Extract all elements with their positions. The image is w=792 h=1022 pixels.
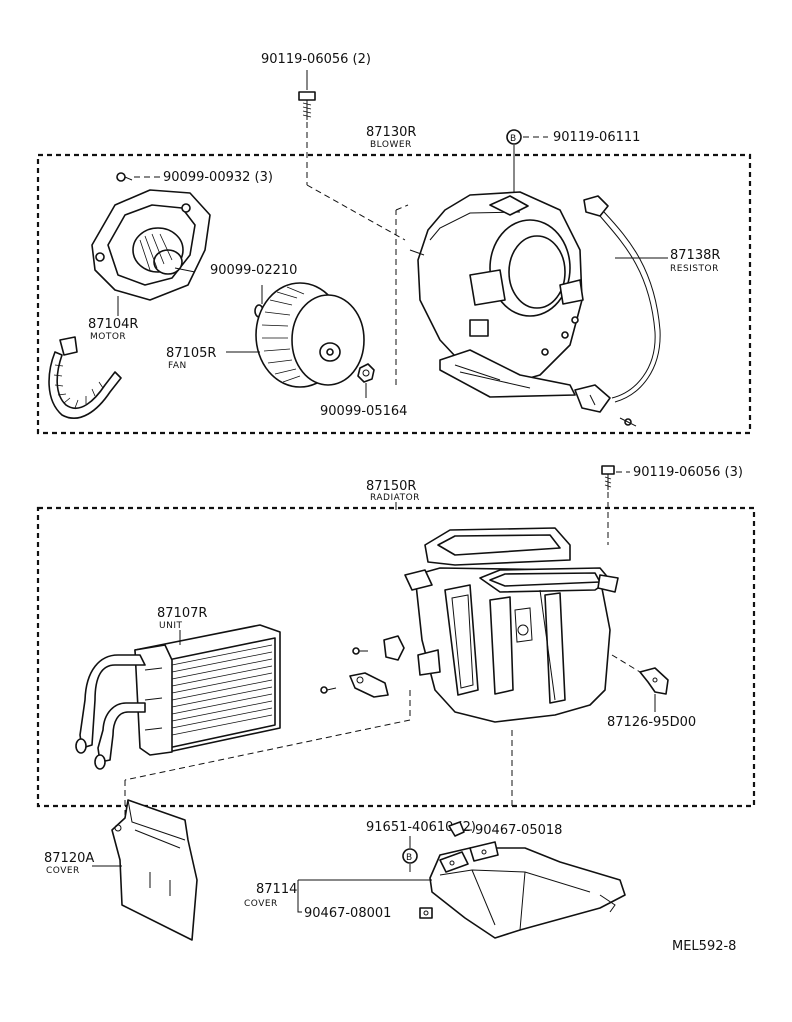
label-clip-bottom: 90467-08001 <box>304 906 391 921</box>
label-radiator-number: 87150R <box>366 479 416 494</box>
small-screws-icon <box>320 635 405 698</box>
label-washer: 90099-02210 <box>210 263 297 278</box>
label-nut: 90099-05164 <box>320 404 407 419</box>
marker-b-bottom: B <box>406 853 413 863</box>
nut-icon <box>357 363 375 383</box>
bottom-cover-icon <box>429 841 626 939</box>
label-bolt-b: 90119-06111 <box>553 130 640 145</box>
label-bolt-top: 90119-06056 (2) <box>261 52 371 67</box>
clip-cover-icon <box>448 821 465 837</box>
radiator-group-box <box>36 506 756 808</box>
label-cover-side-number: 87120A <box>44 851 94 866</box>
label-motor-name: MOTOR <box>90 332 126 342</box>
resistor-icon <box>574 195 661 427</box>
label-fan-number: 87105R <box>166 346 216 361</box>
label-unit-number: 87107R <box>157 606 207 621</box>
label-motor-number: 87104R <box>88 317 138 332</box>
marker-b-circle-2 <box>402 848 418 864</box>
hose-icon <box>48 336 122 419</box>
label-bracket: 87126-95D00 <box>607 715 696 730</box>
label-resistor-number: 87138R <box>670 248 720 263</box>
marker-b-top: B <box>510 134 517 144</box>
label-blower-number: 87130R <box>366 125 416 140</box>
motor-icon <box>91 189 211 301</box>
label-cover-bottom-name: COVER <box>244 899 278 909</box>
bolt-radiator-icon <box>601 465 615 490</box>
side-cover-icon <box>111 799 198 941</box>
label-screw-b: 91651-40610 (2) <box>366 820 476 835</box>
label-radiator-name: RADIATOR <box>370 493 420 503</box>
screw-motor-icon <box>116 172 133 182</box>
blower-housing-icon <box>409 191 584 398</box>
clip-bottom-icon <box>419 907 433 919</box>
label-cover-bottom-number: 87114 <box>256 882 297 897</box>
label-blower-name: BLOWER <box>370 140 412 150</box>
label-bolt-radiator: 90119-06056 (3) <box>633 465 743 480</box>
radiator-case-icon <box>404 527 619 723</box>
label-resistor-name: RESISTOR <box>670 264 719 274</box>
label-clip-cover: 90467-05018 <box>475 823 562 838</box>
bolt-top-icon <box>298 91 316 120</box>
fan-icon <box>255 282 365 388</box>
marker-b-circle <box>506 129 522 145</box>
heater-unit-icon <box>75 624 281 770</box>
label-screw-motor: 90099-00932 (3) <box>163 170 273 185</box>
bracket-icon <box>639 667 669 695</box>
label-fan-name: FAN <box>168 361 187 371</box>
label-cover-side-name: COVER <box>46 866 80 876</box>
blower-group-box <box>36 153 752 435</box>
label-unit-name: UNIT <box>159 621 182 631</box>
drawing-code: MEL592-8 <box>672 939 736 954</box>
